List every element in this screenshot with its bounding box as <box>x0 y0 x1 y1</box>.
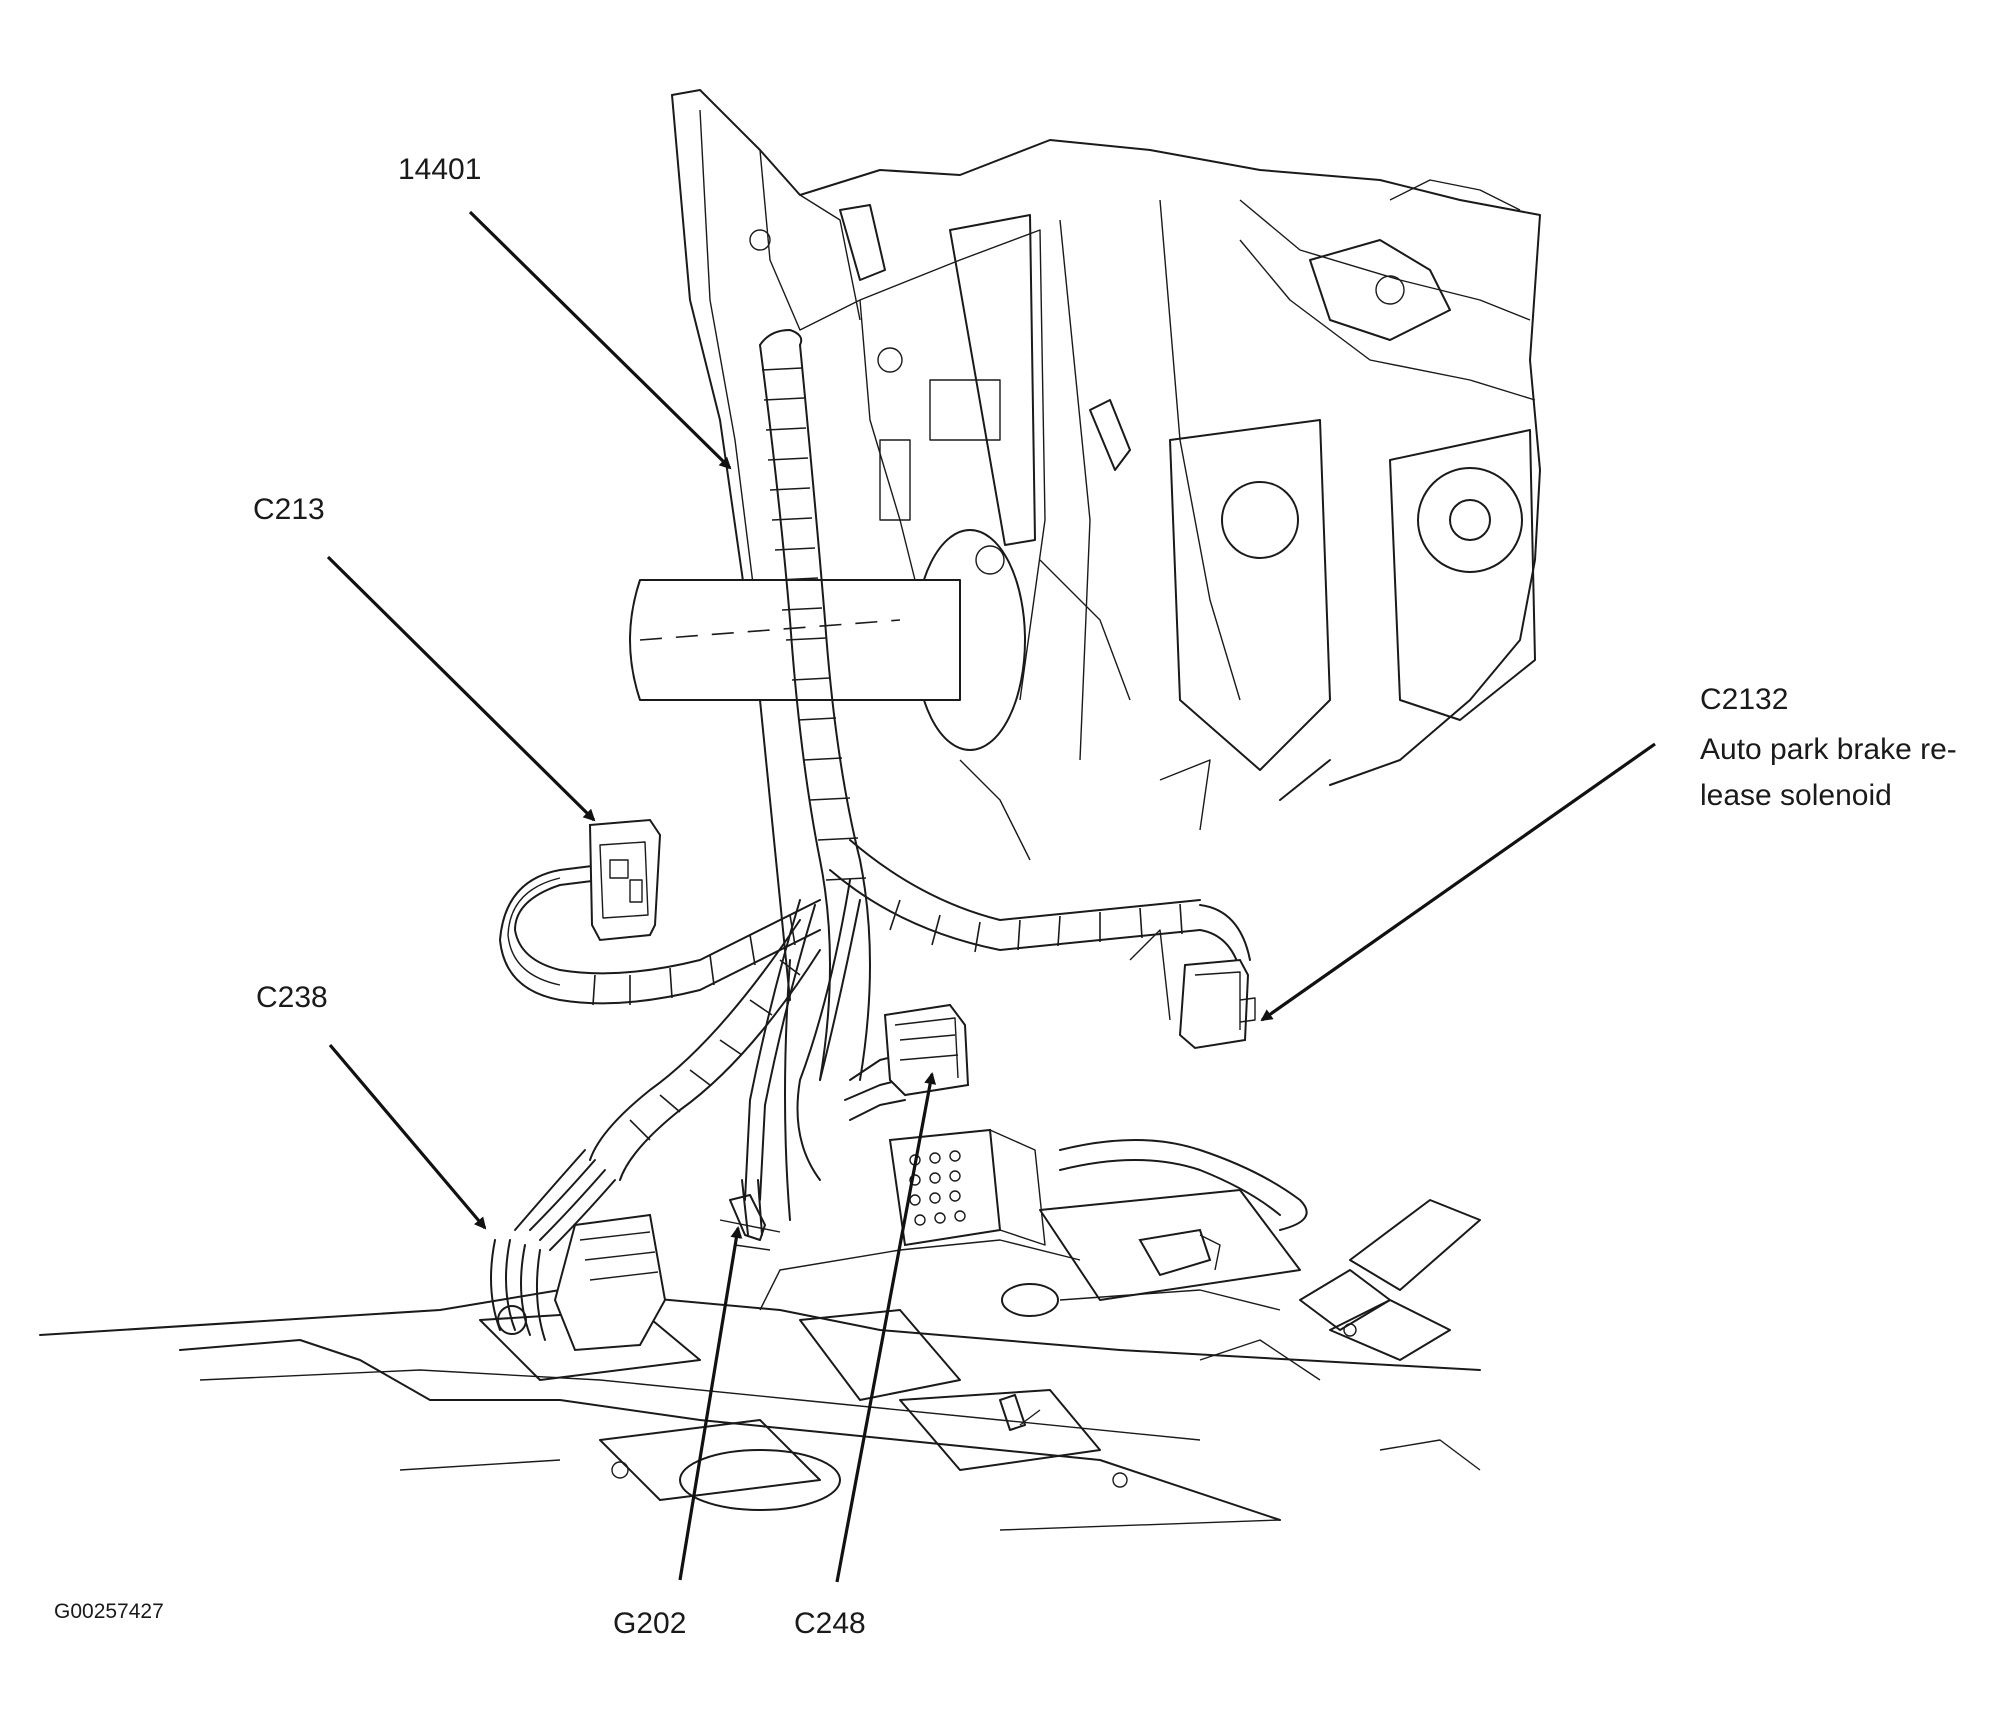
arrow-c248 <box>835 1072 937 1583</box>
body-panel <box>629 89 1541 1021</box>
ground-g202 <box>719 1179 781 1251</box>
connector-floor-right <box>1059 1139 1308 1277</box>
connector-c2132 <box>1178 958 1256 1050</box>
arrow-14401 <box>468 210 732 470</box>
label-14401: 14401 <box>398 153 482 186</box>
arrow-c238 <box>328 1043 487 1230</box>
connector-multipin <box>888 1128 1046 1247</box>
arrow-c213 <box>326 555 596 822</box>
label-c2132-desc-line1: Auto park brake re- <box>1700 733 1957 766</box>
label-c248: C248 <box>794 1607 866 1640</box>
label-c2132: C2132 <box>1700 683 1789 716</box>
label-c238: C238 <box>256 981 328 1014</box>
harness-14401 <box>559 329 1251 1221</box>
connector-c238 <box>490 1149 667 1352</box>
label-g202: G202 <box>613 1607 687 1640</box>
label-c2132-desc-line2: lease solenoid <box>1700 779 1892 812</box>
floor-pan <box>39 1189 1481 1531</box>
figure-id: G00257427 <box>54 1600 164 1623</box>
arrow-c2132 <box>1260 742 1656 1022</box>
connector-c213 <box>499 818 662 1001</box>
connector-c248 <box>844 1003 970 1121</box>
label-c213: C213 <box>253 493 325 526</box>
arrow-g202 <box>678 1226 743 1581</box>
leader-arrows <box>326 210 1656 1583</box>
